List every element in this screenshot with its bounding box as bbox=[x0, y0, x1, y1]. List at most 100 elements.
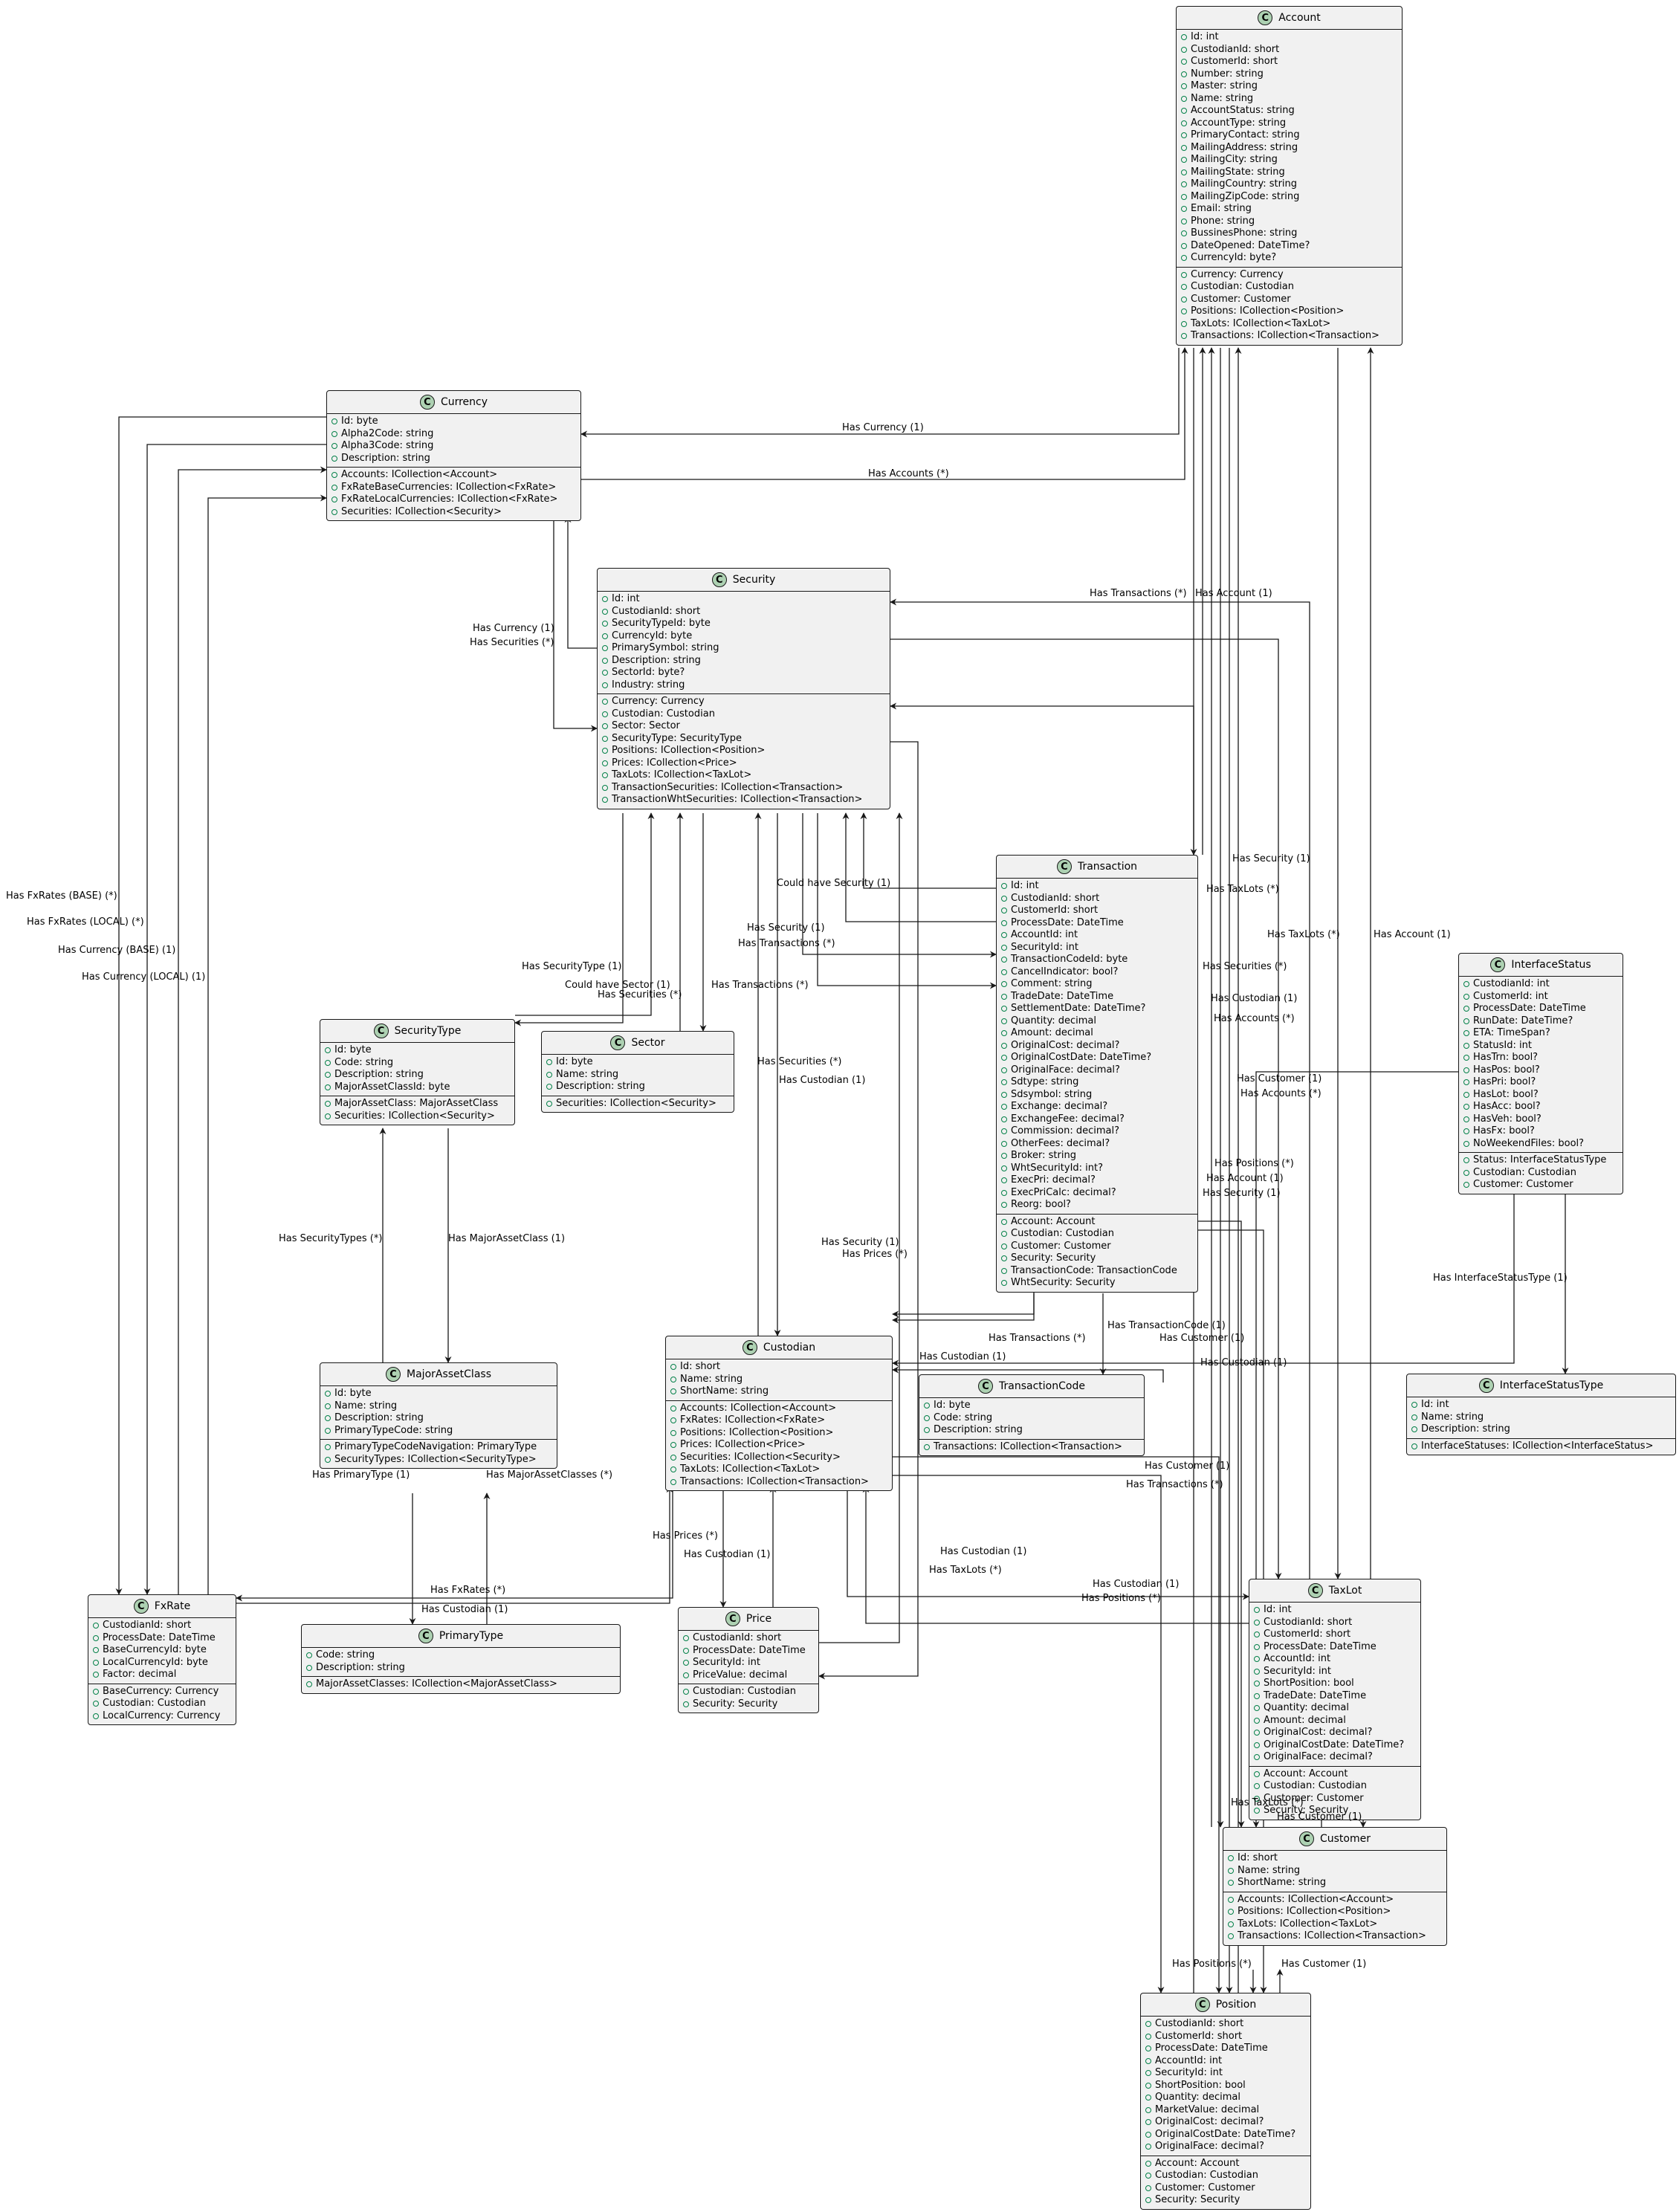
public-visibility-icon bbox=[670, 1388, 676, 1395]
public-visibility-icon bbox=[325, 1059, 331, 1066]
class-field: Phone: string bbox=[1177, 216, 1402, 228]
public-visibility-icon bbox=[1001, 1018, 1007, 1024]
class-field: CurrencyId: byte bbox=[598, 630, 890, 643]
class-field: BussinesPhone: string bbox=[1177, 227, 1402, 240]
class-field: Sdtype: string bbox=[997, 1076, 1197, 1089]
class-field: Exchange: decimal? bbox=[997, 1101, 1197, 1113]
class-field: CustodianId: short bbox=[1141, 2018, 1310, 2031]
member-text: OriginalCost: decimal? bbox=[1155, 2116, 1264, 2127]
class-field: Broker: string bbox=[997, 1150, 1197, 1162]
class-name: Position bbox=[1215, 1999, 1257, 2011]
member-text: Security: Security bbox=[693, 1698, 778, 1710]
member-text: Name: string bbox=[1191, 92, 1254, 104]
class-name: InterfaceStatus bbox=[1511, 959, 1591, 971]
member-text: TradeDate: DateTime bbox=[1011, 990, 1114, 1002]
member-text: Alpha2Code: string bbox=[341, 427, 434, 439]
class-field: MailingZipCode: string bbox=[1177, 191, 1402, 204]
class-field: SecurityId: int bbox=[679, 1657, 818, 1669]
relationship-label: Has Currency (1) bbox=[473, 623, 554, 634]
class-stereotype-icon: C bbox=[978, 1379, 994, 1394]
public-visibility-icon bbox=[683, 1660, 689, 1666]
public-visibility-icon bbox=[1001, 1030, 1007, 1037]
member-text: Industry: string bbox=[612, 679, 685, 691]
member-text: OriginalFace: decimal? bbox=[1264, 1751, 1373, 1762]
public-visibility-icon bbox=[602, 784, 608, 791]
member-text: Securities: ICollection<Security> bbox=[334, 1110, 495, 1122]
member-text: SecurityId: int bbox=[1264, 1665, 1331, 1677]
class-navigation: LocalCurrency: Currency bbox=[88, 1710, 236, 1723]
public-visibility-icon bbox=[1145, 2070, 1151, 2077]
class-name: TransactionCode bbox=[999, 1380, 1085, 1392]
class-field: HasPri: bool? bbox=[1459, 1076, 1623, 1089]
public-visibility-icon bbox=[1181, 144, 1187, 151]
public-visibility-icon bbox=[1001, 1091, 1007, 1098]
class-field: Id: byte bbox=[320, 1044, 514, 1057]
public-visibility-icon bbox=[1254, 1705, 1260, 1712]
class-field: StatusId: int bbox=[1459, 1040, 1623, 1052]
public-visibility-icon bbox=[670, 1405, 676, 1411]
member-text: Comment: string bbox=[1011, 978, 1093, 989]
class-field: Id: short bbox=[1223, 1852, 1446, 1865]
member-text: ProcessDate: DateTime bbox=[1264, 1640, 1376, 1652]
class-navigation: InterfaceStatuses: ICollection<Interface… bbox=[1407, 1440, 1675, 1453]
class-field: AccountId: int bbox=[1141, 2055, 1310, 2068]
public-visibility-icon bbox=[1254, 1795, 1260, 1802]
public-visibility-icon bbox=[1001, 944, 1007, 951]
relationship-label: Has Custodian (1) bbox=[919, 1351, 1006, 1362]
class-navigation: Customer: Customer bbox=[1249, 1793, 1420, 1805]
public-visibility-icon bbox=[306, 1652, 312, 1659]
member-text: Factor: decimal bbox=[103, 1669, 177, 1680]
member-text: CustodianId: short bbox=[693, 1632, 782, 1643]
class-navigation: Sector: Sector bbox=[598, 720, 890, 733]
member-text: SectorId: byte? bbox=[612, 667, 685, 678]
relationship-line bbox=[892, 1293, 1035, 1324]
public-visibility-icon bbox=[1254, 1656, 1260, 1663]
public-visibility-icon bbox=[1001, 1140, 1007, 1147]
public-visibility-icon bbox=[1254, 1742, 1260, 1748]
class-field: Number: string bbox=[1177, 68, 1402, 81]
relationship-label: Has Securities (*) bbox=[598, 989, 682, 1000]
class-field: Description: string bbox=[320, 1412, 557, 1425]
class-field: SecurityId: int bbox=[1141, 2067, 1310, 2080]
member-text: PrimaryTypeCodeNavigation: PrimaryType bbox=[334, 1441, 537, 1452]
member-text: Description: string bbox=[612, 654, 701, 666]
member-text: ProcessDate: DateTime bbox=[1473, 1003, 1586, 1014]
member-text: Transactions: ICollection<Transaction> bbox=[1191, 330, 1379, 341]
member-text: SecurityTypeId: byte bbox=[612, 618, 711, 629]
public-visibility-icon bbox=[1463, 1169, 1469, 1176]
public-visibility-icon bbox=[1411, 1414, 1417, 1420]
class-field: Id: byte bbox=[919, 1400, 1144, 1412]
relationship-label: Has Securities (*) bbox=[470, 637, 554, 648]
member-text: MailingAddress: string bbox=[1191, 141, 1298, 153]
class-navigation: TransactionCode: TransactionCode bbox=[997, 1265, 1197, 1278]
class-name: Transaction bbox=[1077, 861, 1138, 873]
public-visibility-icon bbox=[325, 1427, 331, 1434]
public-visibility-icon bbox=[1254, 1717, 1260, 1724]
member-text: SecurityTypes: ICollection<SecurityType> bbox=[334, 1453, 537, 1465]
public-visibility-icon bbox=[1228, 1921, 1234, 1927]
member-text: CustomerId: short bbox=[1155, 2030, 1243, 2042]
relationship-line bbox=[115, 416, 326, 1595]
public-visibility-icon bbox=[1001, 1218, 1007, 1225]
member-text: CustomerId: short bbox=[1011, 905, 1099, 916]
class-navigation: SecurityTypes: ICollection<SecurityType> bbox=[320, 1454, 557, 1466]
relationship-label: Has Accounts (*) bbox=[1214, 1013, 1295, 1024]
public-visibility-icon bbox=[1001, 908, 1007, 914]
member-text: Description: string bbox=[316, 1661, 405, 1673]
member-text: LocalCurrency: Currency bbox=[103, 1710, 221, 1721]
relationship-label: Has Custodian (1) bbox=[779, 1075, 866, 1086]
public-visibility-icon bbox=[1181, 46, 1187, 53]
public-visibility-icon bbox=[331, 455, 337, 462]
navigation-list: MajorAssetClasses: ICollection<MajorAsse… bbox=[302, 1676, 620, 1693]
relationship-label: Could have Security (1) bbox=[777, 878, 891, 889]
class-field: Name: string bbox=[1407, 1411, 1675, 1424]
member-text: Quantity: decimal bbox=[1155, 2092, 1240, 2103]
